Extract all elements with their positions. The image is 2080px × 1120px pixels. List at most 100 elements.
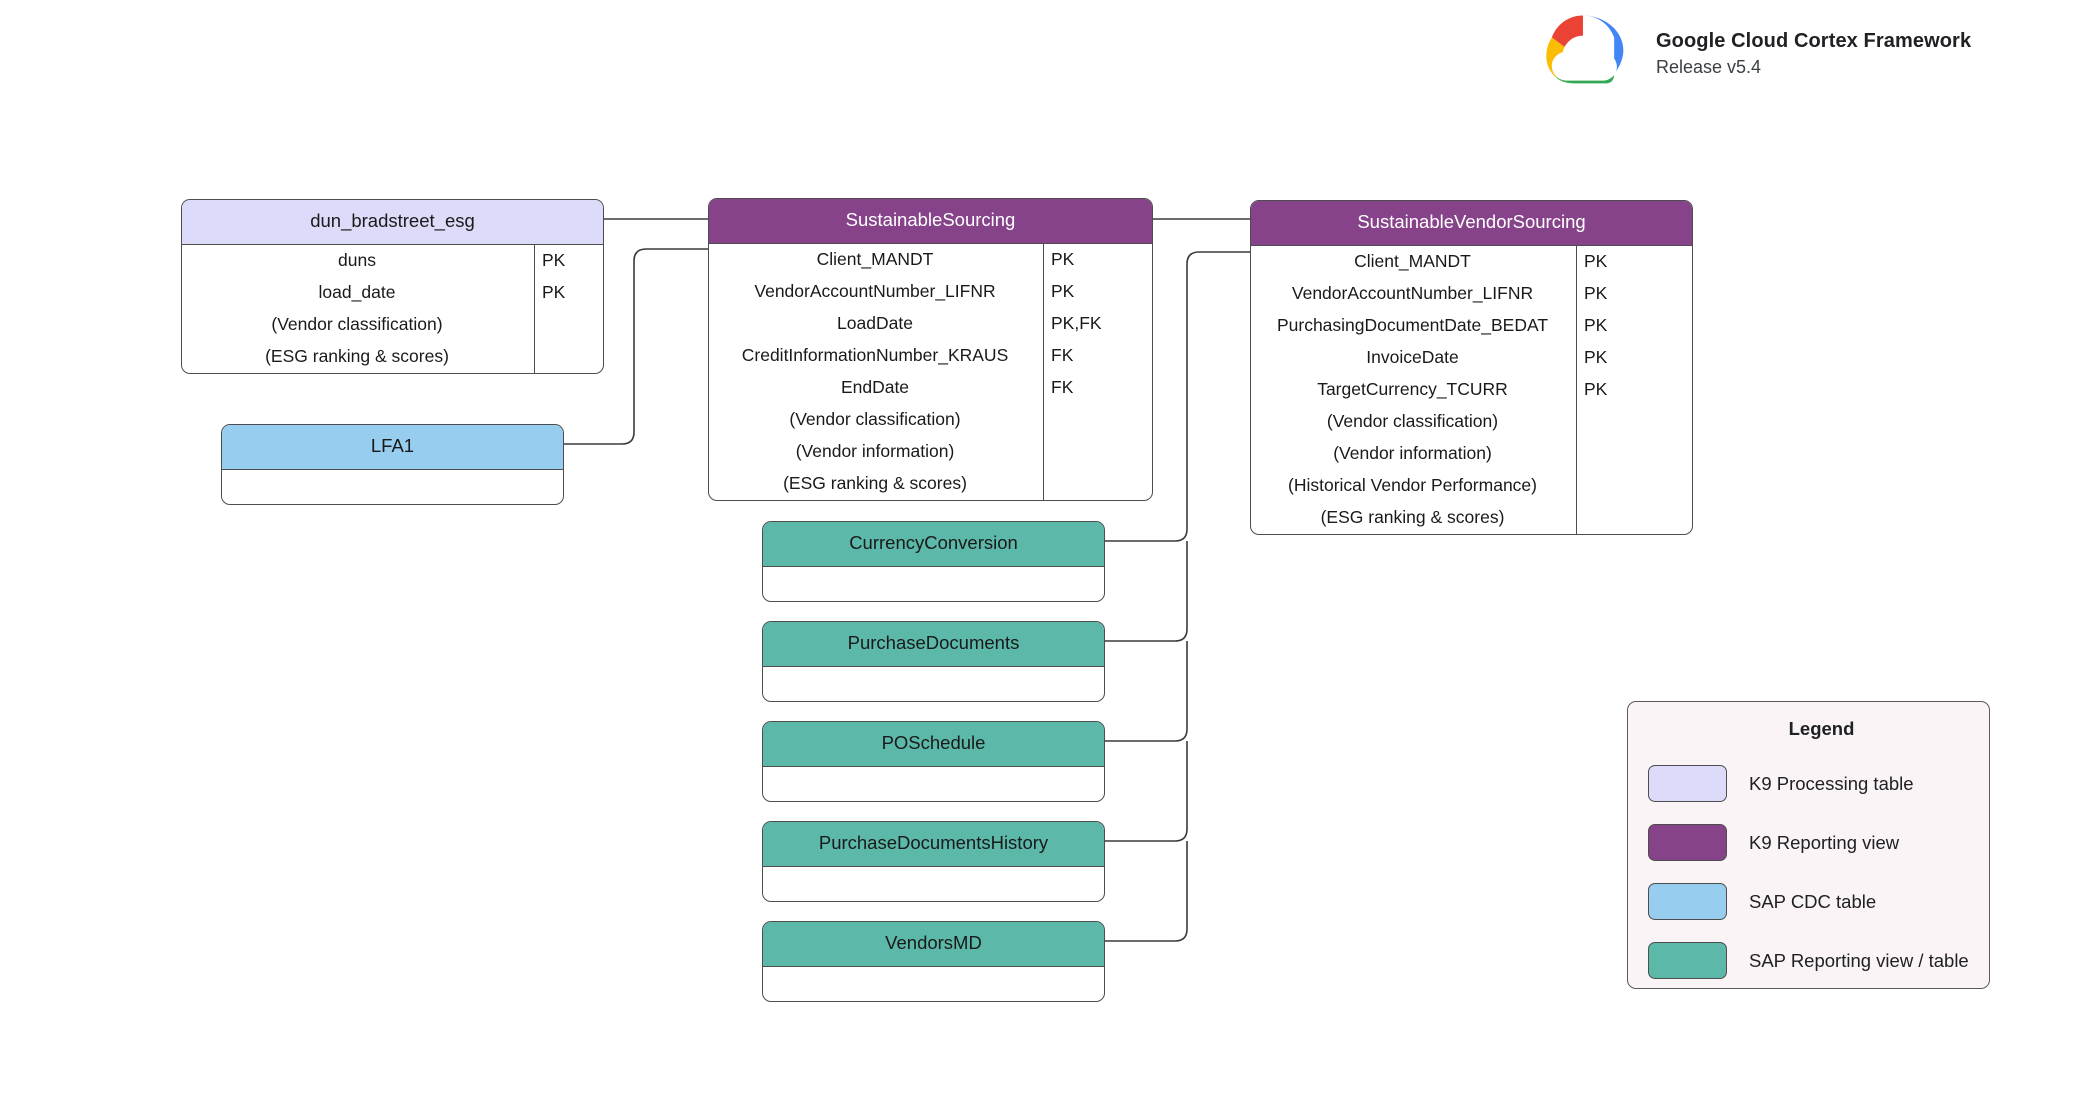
- connector-purchasedocumentshistory-to-vendorsourcing: [1105, 741, 1188, 842]
- attribute-name: Client_MANDT: [1354, 251, 1471, 271]
- entity-purchase-documents-history[interactable]: PurchaseDocumentsHistory: [762, 821, 1105, 902]
- attribute-name: InvoiceDate: [1366, 347, 1459, 367]
- attribute-name: (ESG ranking & scores): [265, 346, 449, 366]
- attribute-key: PK,FK: [1051, 313, 1102, 333]
- entity-body: Client_MANDT PK VendorAccountNumber_LIFN…: [1251, 245, 1692, 534]
- attribute-key: FK: [1051, 377, 1074, 397]
- table-row: (Historical Vendor Performance): [1251, 470, 1692, 502]
- entity-body: duns PK load_date PK (Vendor classificat…: [182, 244, 603, 373]
- entity-body: [763, 667, 1104, 701]
- legend-item: SAP CDC table: [1648, 872, 1975, 931]
- attribute-key: PK: [542, 250, 566, 270]
- entity-title: LFA1: [222, 425, 563, 470]
- attribute-key: PK: [1584, 347, 1608, 367]
- entity-body: [763, 867, 1104, 901]
- attribute-key: PK: [1584, 315, 1608, 335]
- entity-title: dun_bradstreet_esg: [182, 200, 603, 245]
- entity-body: [763, 767, 1104, 801]
- table-row: (Vendor classification): [182, 309, 603, 341]
- entity-po-schedule[interactable]: POSchedule: [762, 721, 1105, 802]
- attribute-name: PurchasingDocumentDate_BEDAT: [1276, 315, 1549, 335]
- legend-item: K9 Processing table: [1648, 754, 1975, 813]
- entity-title: CurrencyConversion: [763, 522, 1104, 567]
- attribute-key: PK: [542, 282, 566, 302]
- entity-vendors-md[interactable]: VendorsMD: [762, 921, 1105, 1002]
- attribute-list-empty: [763, 867, 1104, 901]
- attribute-list-empty: [222, 470, 563, 504]
- key-column-divider: [534, 244, 535, 373]
- legend-swatch-k9-reporting-view: [1648, 824, 1727, 861]
- attribute-name: (Vendor classification): [271, 314, 443, 334]
- attribute-list-empty: [763, 567, 1104, 601]
- entity-body: [763, 967, 1104, 1001]
- table-row: CreditInformationNumber_KRAUS FK: [709, 340, 1152, 372]
- legend-label: SAP CDC table: [1749, 890, 1877, 912]
- entity-purchase-documents[interactable]: PurchaseDocuments: [762, 621, 1105, 702]
- entity-body: [222, 470, 563, 504]
- entity-sustainable-sourcing[interactable]: SustainableSourcing Client_MANDT PK Vend…: [708, 198, 1153, 501]
- attribute-name: VendorAccountNumber_LIFNR: [754, 281, 996, 301]
- legend-label: K9 Reporting view: [1749, 831, 1900, 853]
- entity-title: SustainableVendorSourcing: [1251, 201, 1692, 246]
- attribute-name: (Vendor information): [1333, 443, 1492, 463]
- table-row: InvoiceDate PK: [1251, 342, 1692, 374]
- entity-sustainable-vendor-sourcing[interactable]: SustainableVendorSourcing Client_MANDT P…: [1250, 200, 1693, 535]
- attribute-name: duns: [338, 250, 376, 270]
- table-row: Client_MANDT PK: [709, 244, 1152, 276]
- attribute-name: (Vendor classification): [789, 409, 961, 429]
- attribute-name: VendorAccountNumber_LIFNR: [1291, 283, 1534, 303]
- connector-poschedule-to-vendorsourcing: [1105, 641, 1188, 742]
- google-cloud-logo-icon: [1546, 15, 1624, 84]
- table-row: load_date PK: [182, 277, 603, 309]
- attribute-name: LoadDate: [837, 313, 913, 333]
- table-row: EndDate FK: [709, 372, 1152, 404]
- legend-swatch-sap-cdc-table: [1648, 883, 1727, 920]
- table-row: (ESG ranking & scores): [1251, 502, 1692, 534]
- attribute-key: PK: [1584, 379, 1608, 399]
- attribute-name: (Historical Vendor Performance): [1288, 475, 1537, 495]
- attribute-name: load_date: [318, 282, 396, 302]
- entity-lfa1[interactable]: LFA1: [221, 424, 564, 505]
- table-row: duns PK: [182, 245, 603, 277]
- legend-swatch-sap-reporting-view-table: [1648, 942, 1727, 979]
- attribute-list: duns PK load_date PK (Vendor classificat…: [182, 245, 603, 373]
- connector-purchasedocuments-to-vendorsourcing: [1105, 541, 1188, 642]
- attribute-name: (ESG ranking & scores): [1320, 507, 1505, 527]
- attribute-key: PK: [1051, 281, 1075, 301]
- legend-title: Legend: [1788, 718, 1855, 739]
- brand-release: Release v5.4: [1656, 57, 1762, 78]
- entity-dun-bradstreet-esg[interactable]: dun_bradstreet_esg duns PK load_date PK …: [181, 199, 604, 374]
- attribute-name: EndDate: [840, 377, 910, 397]
- table-row: (Vendor classification): [1251, 406, 1692, 438]
- legend-swatch-k9-processing-table: [1648, 765, 1727, 802]
- attribute-name: TargetCurrency_TCURR: [1317, 379, 1508, 399]
- entity-body: [763, 567, 1104, 601]
- entity-title: SustainableSourcing: [709, 199, 1152, 244]
- attribute-key: PK: [1051, 249, 1075, 269]
- legend-label: SAP Reporting view / table: [1749, 949, 1969, 971]
- legend-item: SAP Reporting view / table: [1648, 931, 1975, 990]
- attribute-key: PK: [1584, 251, 1608, 271]
- brand-title: Google Cloud Cortex Framework: [1656, 30, 1972, 53]
- attribute-name: (Vendor information): [795, 441, 955, 461]
- table-row: LoadDate PK,FK: [709, 308, 1152, 340]
- legend-label: K9 Processing table: [1749, 772, 1914, 794]
- brand-header: Google Cloud Cortex Framework Release v5…: [1528, 8, 1971, 100]
- entity-title: PurchaseDocumentsHistory: [763, 822, 1104, 867]
- entity-currency-conversion[interactable]: CurrencyConversion: [762, 521, 1105, 602]
- table-row: (ESG ranking & scores): [182, 341, 603, 373]
- table-row: VendorAccountNumber_LIFNR PK: [1251, 278, 1692, 310]
- table-row: PurchasingDocumentDate_BEDAT PK: [1251, 310, 1692, 342]
- legend-item: K9 Reporting view: [1648, 813, 1975, 872]
- table-row: (Vendor information): [1251, 438, 1692, 470]
- table-row: (ESG ranking & scores): [709, 468, 1152, 500]
- legend-panel: Legend K9 Processing table K9 Reporting …: [1627, 701, 1990, 989]
- attribute-name: (Vendor classification): [1326, 411, 1499, 431]
- entity-title: POSchedule: [763, 722, 1104, 767]
- attribute-list: Client_MANDT PK VendorAccountNumber_LIFN…: [1251, 246, 1692, 534]
- entity-title: PurchaseDocuments: [763, 622, 1104, 667]
- attribute-list-empty: [763, 767, 1104, 801]
- attribute-list: Client_MANDT PK VendorAccountNumber_LIFN…: [709, 244, 1152, 500]
- table-row: TargetCurrency_TCURR PK: [1251, 374, 1692, 406]
- table-row: (Vendor information): [709, 436, 1152, 468]
